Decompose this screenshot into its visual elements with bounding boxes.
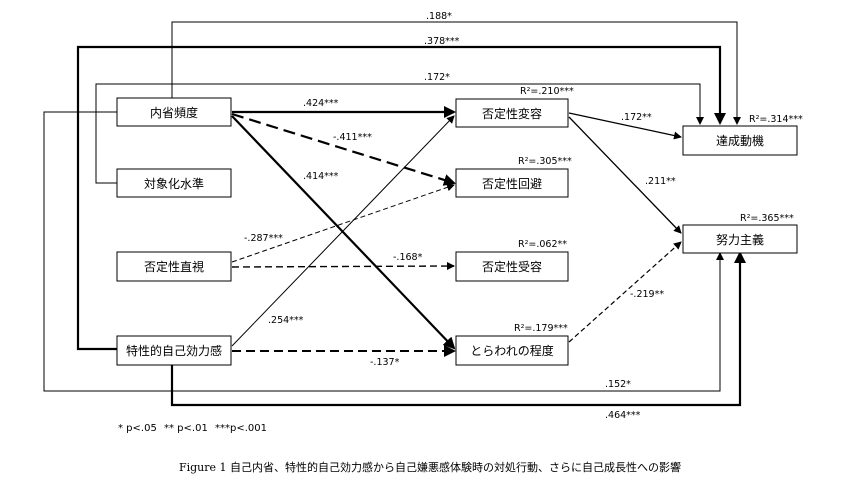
- node-hiteisei-henyou: 否定性変容: [482, 106, 542, 121]
- rsq-hiteisei-kaihi: R²=.305***: [518, 156, 572, 167]
- node-taishoka-suijun: 対象化水準: [144, 176, 204, 191]
- r-squared-labels: R²=.210*** R²=.305*** R²=.062** R²=.179*…: [514, 86, 803, 334]
- rsq-torawareno-teido: R²=.179***: [514, 323, 568, 334]
- path-lines: [43, 21, 746, 407]
- coef-henyou-to-tassei: .172**: [621, 112, 652, 123]
- node-box-hiteisei-kaihi: [455, 168, 569, 198]
- left-nodes: 内省頻度 対象化水準 否定性直視 特性的自己効力感: [116, 97, 232, 366]
- node-doryoku-shugi: 努力主義: [716, 232, 764, 247]
- coef-chokushi-to-kaihi: -.287***: [244, 233, 283, 244]
- middle-nodes: 否定性変容 否定性回避 否定性受容 とらわれの程度: [455, 98, 569, 366]
- coef-jikokouryoku-to-torawareno: -.137*: [370, 357, 400, 368]
- node-box-torawareno-teido: [455, 335, 569, 366]
- node-tokuseiteki-jiko-kouryokukan: 特性的自己効力感: [126, 343, 222, 358]
- path-naisei-to-doryoku: [43, 111, 724, 392]
- path-coefficients: .188* .378*** .172* .424*** -.411*** .41…: [244, 11, 676, 421]
- legend-p001: ***p<.001: [215, 423, 267, 434]
- coef-torawareno-to-doryoku: -.219**: [630, 289, 664, 300]
- rsq-tassei-douki: R²=.314***: [749, 114, 803, 125]
- node-box-tokuseiteki-jiko-kouryokukan: [116, 335, 232, 366]
- coef-henyou-to-doryoku: .211**: [645, 176, 676, 187]
- node-torawareno-teido: とらわれの程度: [470, 343, 553, 358]
- legend-p01: ** p<.01: [164, 423, 208, 434]
- coef-naisei-to-henyou: .424***: [303, 98, 339, 109]
- right-nodes: 達成動機 努力主義: [682, 125, 798, 254]
- node-tassei-douki: 達成動機: [716, 133, 764, 148]
- node-hiteisei-kaihi: 否定性回避: [482, 176, 542, 191]
- path-chokushi-to-juyou: [231, 262, 455, 271]
- path-naisei-to-tassei: [171, 21, 741, 125]
- coef-jikokouryoku-to-tassei: .378***: [424, 36, 460, 47]
- figure-caption: Figure 1 自己内省、特性的自己効力感から自己嫌悪感体験時の対処行動、さら…: [179, 460, 681, 474]
- path-torawareno-to-doryoku: [568, 241, 682, 343]
- path-jikokouryoku-to-henyou: [231, 115, 455, 347]
- node-box-hiteisei-juyou: [455, 251, 569, 282]
- node-box-taishoka-suijun: [116, 168, 232, 198]
- coef-chokushi-to-juyou: -.168*: [393, 252, 423, 263]
- node-hiteisei-juyou: 否定性受容: [482, 259, 542, 274]
- path-jikokouryoku-to-tassei: [76, 45, 726, 351]
- path-taishoka-to-tassei: [95, 83, 704, 184]
- path-naisei-to-kaihi: [231, 112, 456, 186]
- path-jikokouryoku-to-doryoku: [170, 251, 746, 407]
- coef-jikokouryoku-to-henyou: .254***: [268, 315, 304, 326]
- coef-naisei-to-doryoku: .152*: [605, 379, 631, 390]
- node-box-hiteisei-henyou: [455, 98, 569, 128]
- rsq-hiteisei-henyou: R²=.210***: [520, 86, 574, 97]
- node-box-doryoku-shugi: [682, 224, 798, 254]
- coef-jikokouryoku-to-doryoku: .464***: [605, 410, 641, 421]
- coef-naisei-to-kaihi: -.411***: [333, 132, 372, 143]
- path-naisei-to-torawareno: [231, 115, 456, 350]
- node-box-hiteisei-chokushi: [116, 251, 232, 282]
- legend-p05: * p<.05: [118, 423, 157, 434]
- node-hiteisei-chokushi: 否定性直視: [144, 259, 204, 274]
- rsq-hiteisei-juyou: R²=.062**: [518, 239, 567, 250]
- significance-legend: * p<.05 ** p<.01 ***p<.001: [118, 423, 267, 434]
- coef-naisei-to-torawareno: .414***: [303, 171, 339, 182]
- path-henyou-to-tassei: [568, 112, 682, 140]
- path-chokushi-to-kaihi: [231, 183, 455, 263]
- coef-taishoka-to-tassei: .172*: [424, 72, 450, 83]
- rsq-doryoku-shugi: R²=.365***: [740, 213, 794, 224]
- node-box-naisei-hindo: [116, 97, 232, 127]
- node-naisei-hindo: 内省頻度: [150, 105, 198, 120]
- coef-naisei-to-tassei: .188*: [426, 11, 452, 22]
- path-henyou-to-doryoku: [568, 116, 682, 234]
- node-box-tassei-douki: [682, 125, 798, 156]
